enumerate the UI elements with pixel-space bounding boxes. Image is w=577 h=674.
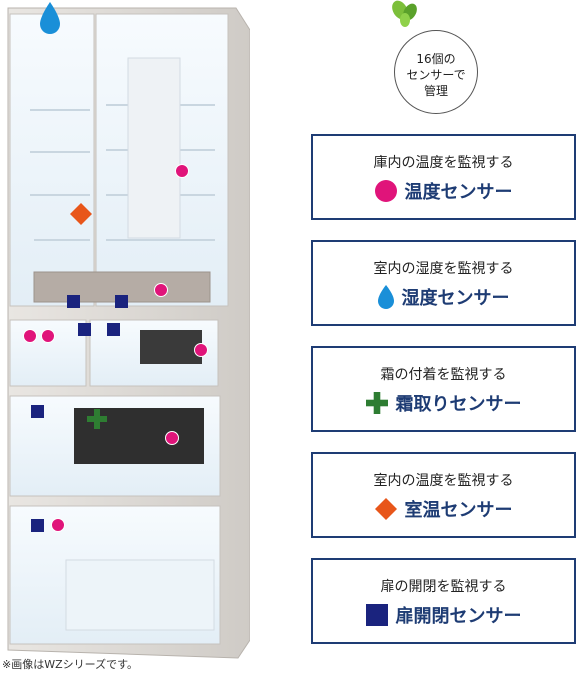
sensor-description: 庫内の温度を監視する — [373, 155, 514, 171]
sensor-description: 室内の湿度を監視する — [373, 261, 514, 277]
sensor-box-door: 扉の開閉を監視する 扉開閉センサー — [311, 558, 576, 644]
orange-diamond-icon — [70, 203, 92, 225]
navy-square-icon — [365, 604, 388, 626]
sensor-box-temperature: 庫内の温度を監視する 温度センサー — [311, 134, 576, 220]
sensor-name: 温度センサー — [404, 182, 513, 203]
sensor-name: 扉開閉センサー — [395, 606, 522, 627]
temperature-sensor-dot — [23, 329, 37, 343]
temperature-sensor-dot — [194, 343, 208, 357]
sensor-box-humidity: 室内の湿度を監視する 湿度センサー — [311, 240, 576, 326]
water-drop-icon — [40, 2, 60, 34]
door-sensor-square — [115, 295, 128, 308]
temperature-sensor-dot — [41, 329, 55, 343]
green-cross-icon — [365, 392, 388, 414]
door-sensor-square — [67, 295, 80, 308]
green-cross-icon — [87, 409, 107, 429]
sensor-description: 霜の付着を監視する — [380, 367, 507, 383]
sensor-count-text: 16個の センサーで 管理 — [406, 52, 466, 98]
temperature-sensor-dot — [51, 518, 65, 532]
sensor-count-badge: 16個の センサーで 管理 — [394, 30, 478, 114]
door-sensor-square — [31, 405, 44, 418]
leaf-icon — [392, 0, 417, 27]
sensor-description: 室内の温度を監視する — [373, 473, 514, 489]
temperature-sensor-dot — [175, 164, 189, 178]
footnote: ※画像はWZシリーズです。 — [2, 658, 138, 671]
sensor-box-defrost: 霜の付着を監視する 霜取りセンサー — [311, 346, 576, 432]
sensor-name: 霜取りセンサー — [395, 394, 522, 415]
door-sensor-square — [107, 323, 120, 336]
refrigerator-image — [7, 7, 250, 659]
orange-diamond-icon — [374, 498, 397, 520]
temperature-sensor-dot — [165, 431, 179, 445]
sensor-name: 湿度センサー — [401, 288, 510, 309]
door-sensor-square — [31, 519, 44, 532]
water-drop-icon — [377, 285, 394, 309]
pink-circle-icon — [374, 180, 397, 202]
sensor-description: 扉の開閉を監視する — [380, 579, 507, 595]
door-sensor-square — [78, 323, 91, 336]
sensor-box-room-temperature: 室内の温度を監視する 室温センサー — [311, 452, 576, 538]
sensor-name: 室温センサー — [404, 500, 513, 521]
temperature-sensor-dot — [154, 283, 168, 297]
